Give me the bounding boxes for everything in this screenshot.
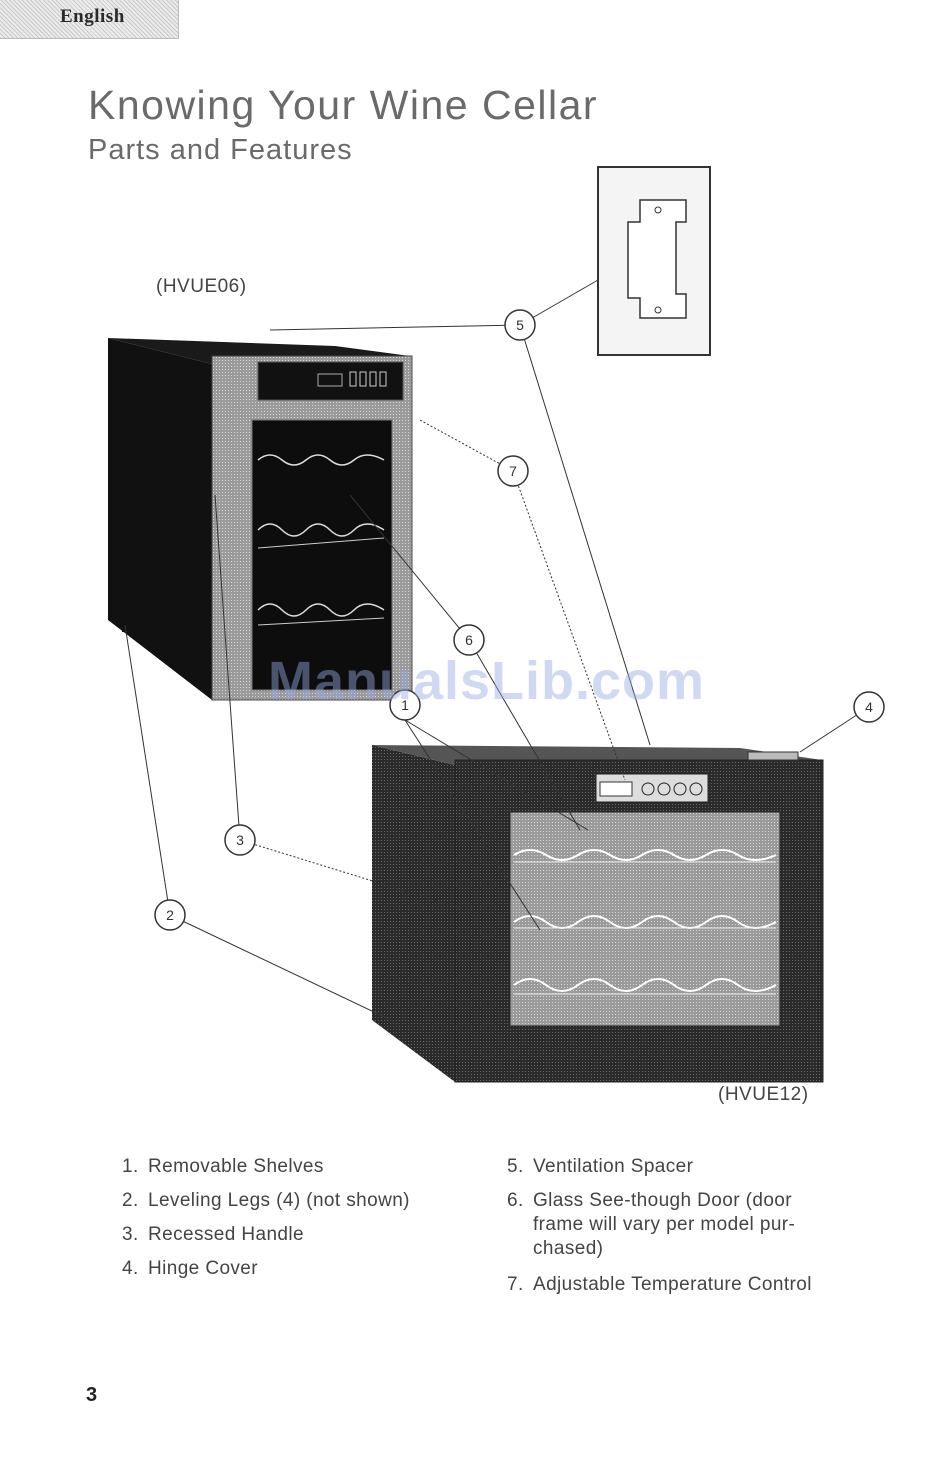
svg-text:5: 5 — [516, 317, 524, 333]
callout-6: 6 — [453, 624, 485, 656]
svg-text:2: 2 — [166, 907, 174, 923]
list-item: 5.Ventilation Spacer — [507, 1156, 694, 1177]
callout-3: 3 — [224, 824, 256, 856]
list-item: 1.Removable Shelves — [122, 1156, 324, 1177]
language-tab[interactable]: English — [0, 0, 179, 39]
watermark: ManualsLib.com — [268, 651, 706, 711]
wine-cellar-hvue12 — [372, 745, 824, 1083]
callout-2: 2 — [154, 899, 186, 931]
ventilation-spacer-inset — [597, 166, 711, 356]
list-item: 7.Adjustable Temperature Control — [507, 1274, 812, 1295]
list-item-continuation: frame will vary per model pur- — [533, 1214, 796, 1235]
list-item: 6.Glass See-though Door (door — [507, 1190, 792, 1211]
list-item: 3.Recessed Handle — [122, 1224, 304, 1245]
language-tab-label: English — [60, 6, 125, 27]
callout-1: 1 — [389, 689, 421, 721]
list-item: 4.Hinge Cover — [122, 1258, 259, 1279]
callout-7: 7 — [497, 455, 529, 487]
callout-4: 4 — [853, 691, 885, 723]
svg-text:4: 4 — [865, 699, 873, 715]
wine-cellar-hvue06 — [108, 338, 413, 701]
svg-text:6: 6 — [465, 632, 473, 648]
list-item-continuation: chased) — [533, 1238, 604, 1259]
model-label-hvue06: (HVUE06) — [156, 276, 247, 297]
svg-text:7: 7 — [509, 463, 517, 479]
parts-diagram: 1 2 3 4 5 6 7 — [108, 166, 885, 1083]
page-subtitle: Parts and Features — [88, 134, 353, 166]
page-title: Knowing Your Wine Cellar — [88, 82, 599, 128]
page-number: 3 — [86, 1384, 98, 1406]
callout-5: 5 — [504, 309, 536, 341]
svg-text:3: 3 — [236, 832, 244, 848]
model-label-hvue12: (HVUE12) — [718, 1084, 809, 1105]
list-item: 2.Leveling Legs (4) (not shown) — [122, 1190, 410, 1211]
svg-text:1: 1 — [401, 697, 409, 713]
